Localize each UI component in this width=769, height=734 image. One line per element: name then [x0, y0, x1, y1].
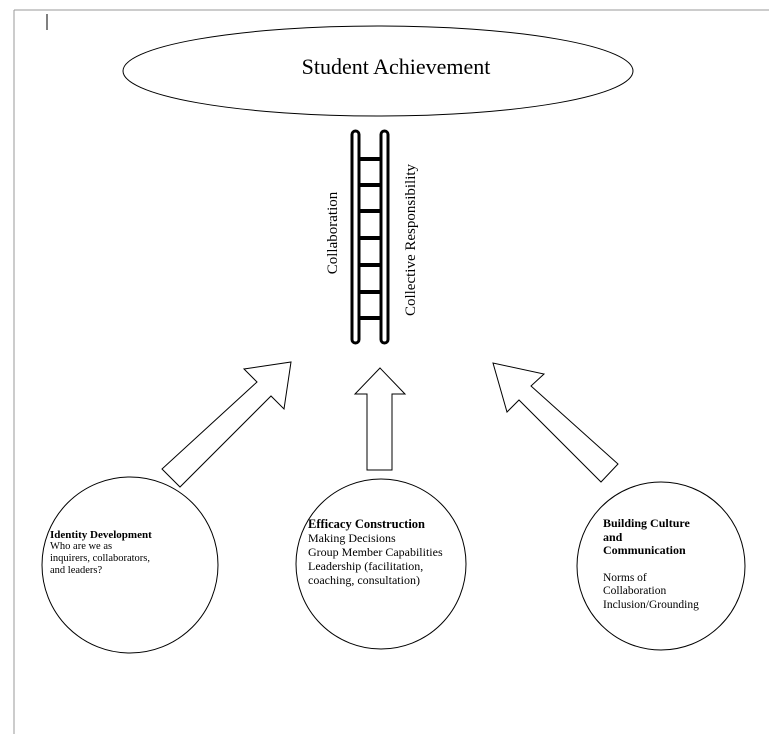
left-diagonal-arrow [161, 361, 292, 488]
identity-development-circle [41, 476, 219, 654]
building-culture-heading: and [603, 529, 623, 544]
efficacy-construction-line: Making Decisions [308, 531, 396, 545]
building-culture-heading: Communication [603, 543, 686, 557]
building-culture-line: Norms of [603, 571, 647, 584]
building-culture-line: Inclusion/Grounding [603, 598, 699, 611]
building-culture-circle [576, 481, 746, 651]
efficacy-construction-heading: Efficacy Construction [308, 517, 425, 531]
ladder-left-rail [350, 129, 361, 345]
student-achievement-label: Student Achievement [302, 54, 491, 79]
identity-development-heading: Identity Development [50, 529, 152, 541]
ladder-right-rail [379, 129, 390, 345]
middle-up-arrow [353, 367, 407, 471]
building-culture-line: Collaboration [603, 585, 667, 597]
efficacy-construction-line: coaching, consultation) [308, 573, 420, 587]
student-achievement-ellipse [122, 25, 634, 117]
efficacy-construction-text: Efficacy Construction Making Decisions G… [308, 517, 468, 587]
building-culture-text: Building Culture and Communication Norms… [603, 516, 733, 612]
spacer [603, 558, 733, 572]
collaboration-label: Collaboration [325, 191, 341, 274]
building-culture-heading: Building Culture [603, 516, 690, 530]
identity-development-line: inquirers, collaborators, [50, 553, 151, 564]
identity-development-line: and leaders? [50, 565, 103, 576]
ladder-icon [350, 129, 390, 345]
efficacy-construction-line: Leadership (facilitation, [308, 559, 424, 573]
efficacy-construction-circle [295, 478, 467, 650]
identity-development-text: Identity Development Who are we as inqui… [50, 529, 220, 577]
identity-development-line: Who are we as [50, 541, 113, 552]
ladder-rungs [359, 157, 381, 320]
right-diagonal-arrow [492, 362, 619, 483]
efficacy-construction-line: Group Member Capabilities [308, 545, 443, 559]
collective-responsibility-label: Collective Responsibility [403, 163, 419, 316]
